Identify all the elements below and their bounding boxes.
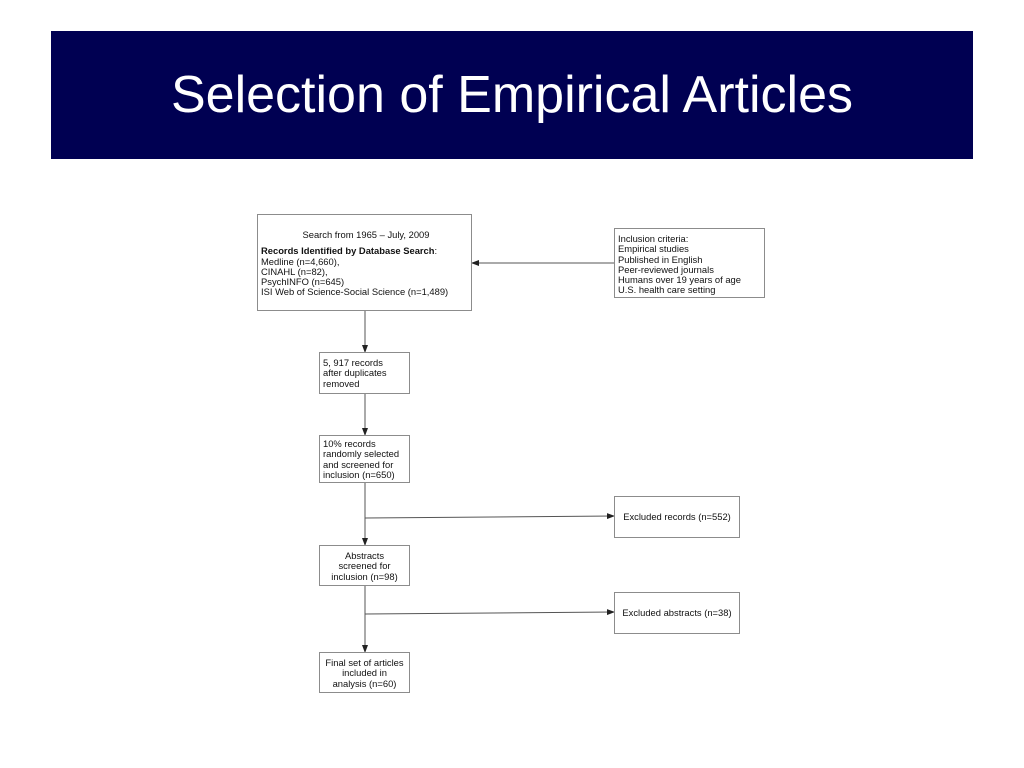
abstracts-box: Abstracts screened for inclusion (n=98) — [319, 545, 410, 586]
final-line: included in — [342, 667, 387, 679]
title-bar: Selection of Empirical Articles — [51, 31, 973, 159]
arrow-to-excluded-abstracts — [364, 609, 615, 616]
excluded-abstracts-label: Excluded abstracts (n=38) — [622, 607, 732, 618]
search-cinahl: CINAHL (n=82), — [261, 265, 328, 277]
abstracts-line: Abstracts — [344, 550, 385, 561]
final-articles-box: Final set of articles included in analys… — [319, 652, 410, 693]
abstracts-line: inclusion (n=98) — [331, 570, 398, 582]
sample-line: 10% records — [323, 438, 376, 449]
search-medline: Medline (n=4,660), — [261, 255, 340, 267]
excluded-records-label: Excluded records (n=552) — [623, 511, 731, 522]
search-heading-line: Records Identified by Database Search: — [261, 246, 471, 256]
criteria-heading: Inclusion criteria: — [618, 233, 689, 244]
dedup-line: after duplicates — [323, 367, 387, 379]
excluded-records-box: Excluded records (n=552) — [614, 496, 740, 538]
search-isi: ISI Web of Science-Social Science (n=1,4… — [261, 286, 449, 298]
search-heading: Records Identified by Database Search — [261, 245, 435, 257]
random-sample-box: 10% records randomly selected and screen… — [319, 435, 410, 483]
search-date-range: Search from 1965 – July, 2009 — [302, 229, 430, 240]
sample-line: randomly selected — [323, 448, 400, 460]
final-line: analysis (n=60) — [332, 677, 397, 689]
search-box: Search from 1965 – July, 2009 Records Id… — [257, 214, 472, 311]
excluded-abstracts-box: Excluded abstracts (n=38) — [614, 592, 740, 634]
abstracts-line: screened for — [338, 560, 391, 572]
final-line: Final set of articles — [325, 657, 404, 668]
criteria-item: Humans over 19 years of age — [618, 274, 741, 286]
search-psychinfo: PsychINFO (n=645) — [261, 276, 345, 288]
dedup-line: removed — [323, 377, 360, 389]
search-heading-suffix: : — [434, 245, 438, 257]
slide-title: Selection of Empirical Articles — [170, 66, 854, 124]
dedup-box: 5, 917 records after duplicates removed — [319, 352, 410, 394]
inclusion-criteria-box: Inclusion criteria: Empirical studies Pu… — [614, 228, 765, 298]
criteria-item: Empirical studies — [618, 243, 689, 255]
criteria-item: Peer-reviewed journals — [618, 263, 714, 275]
criteria-item: U.S. health care setting — [618, 284, 716, 296]
sample-line: and screened for — [323, 458, 394, 470]
dedup-line: 5, 917 records — [323, 357, 383, 368]
sample-line: inclusion (n=650) — [323, 468, 395, 480]
criteria-item: Published in English — [618, 253, 703, 265]
arrow-to-excluded-records — [364, 513, 615, 520]
